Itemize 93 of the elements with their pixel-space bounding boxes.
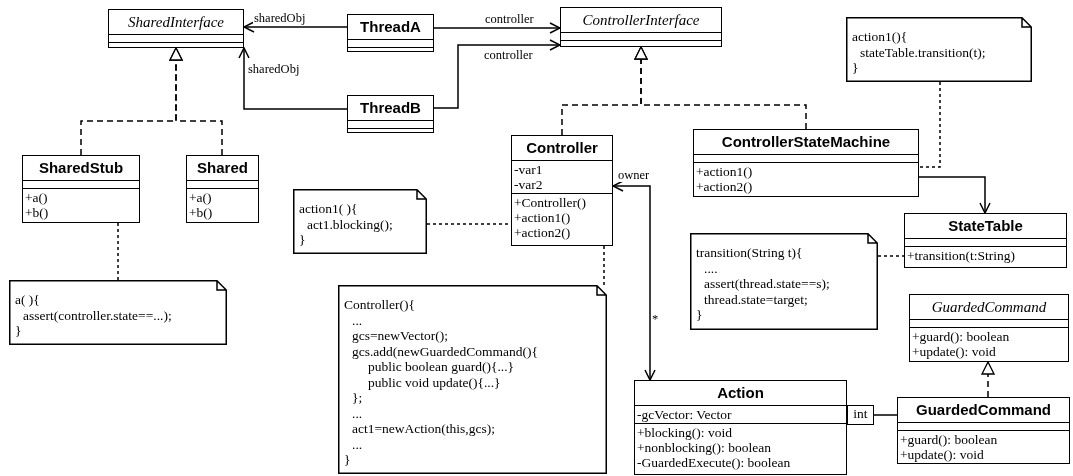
code-line: ... xyxy=(352,405,363,421)
code-line: thread.state=target; xyxy=(704,291,808,307)
method-text: +transition(t:String) xyxy=(907,248,1016,263)
edge-label: controller xyxy=(484,13,535,26)
association-arrow xyxy=(612,180,656,381)
class-box xyxy=(186,155,259,223)
method-text: +action1() xyxy=(696,164,753,179)
method-text: +update(): void xyxy=(900,447,984,462)
class-name: Shared xyxy=(187,156,258,181)
code-line: } xyxy=(15,323,22,339)
note-box xyxy=(338,285,607,474)
code-line: public boolean guard(){...} xyxy=(368,359,515,375)
method-text: +b() xyxy=(189,205,213,220)
method-text: +action2() xyxy=(696,179,753,194)
note-box xyxy=(846,17,1032,82)
note-box xyxy=(9,280,227,345)
code-line: gcs=newVector(); xyxy=(352,328,449,344)
code-line: }; xyxy=(352,390,363,406)
association-line xyxy=(873,414,898,416)
method-text: +guard(): boolean xyxy=(912,329,1010,344)
class-box xyxy=(347,95,434,133)
code-line: transition(String t){ xyxy=(696,245,803,261)
code-line: Controller(){ xyxy=(344,297,415,313)
code-line: action1( ){ xyxy=(299,201,358,217)
association-arrow xyxy=(918,176,991,214)
method-text: +action2() xyxy=(514,225,571,240)
realization-arrow xyxy=(169,47,223,156)
association-arrow xyxy=(243,21,348,33)
code-line: ... xyxy=(352,312,363,328)
class-box xyxy=(560,7,722,47)
class-box xyxy=(897,397,1070,464)
note-link xyxy=(877,255,905,257)
code-line: } xyxy=(852,60,859,76)
class-name: GuardedCommand xyxy=(898,398,1069,423)
class-name: ControllerStateMachine xyxy=(694,130,918,155)
code-line: } xyxy=(299,232,306,248)
method-text: +a() xyxy=(189,190,212,205)
class-box xyxy=(347,14,434,52)
note-link xyxy=(117,222,119,281)
attribute-text: -var2 xyxy=(514,177,543,192)
method-text: +action1() xyxy=(514,210,571,225)
class-name: ThreadB xyxy=(348,96,433,121)
code-line: act1.blocking(); xyxy=(307,216,393,232)
class-box xyxy=(904,213,1067,268)
note-box xyxy=(690,233,878,330)
note-link xyxy=(918,81,941,168)
method-text: +b() xyxy=(25,205,49,220)
class-name: StateTable xyxy=(905,214,1066,239)
code-line: } xyxy=(696,307,703,323)
association-arrow xyxy=(238,47,348,110)
class-name: SharedInterface xyxy=(109,10,243,35)
class-name: ThreadA xyxy=(348,15,433,40)
code-line: action1(){ xyxy=(852,29,908,45)
qualifier-box: int xyxy=(847,405,874,425)
method-text: +update(): void xyxy=(912,344,996,359)
class-box xyxy=(22,155,140,223)
class-name: Controller xyxy=(512,136,612,161)
class-name: Action xyxy=(635,381,846,406)
realization-arrow xyxy=(981,361,995,398)
class-box xyxy=(634,380,847,475)
code-line: stateTable.transition(t); xyxy=(860,44,986,60)
edge-label: sharedObj xyxy=(247,63,301,76)
code-line: ... xyxy=(352,436,363,452)
method-text: +a() xyxy=(25,190,48,205)
class-box xyxy=(108,9,244,48)
code-line: public void update(){...} xyxy=(368,374,501,390)
code-line: gcs.add(newGuardedCommand(){ xyxy=(352,343,539,359)
realization-arrow xyxy=(634,46,807,130)
code-line: assert(controller.state==...); xyxy=(23,307,172,323)
code-line: } xyxy=(344,452,351,468)
code-line: a( ){ xyxy=(15,292,40,308)
note-box xyxy=(293,189,427,254)
attribute-text: -gcVector: Vector xyxy=(637,407,732,422)
method-text: +blocking(): void xyxy=(637,425,732,440)
method-text: +nonblocking(): boolean xyxy=(637,440,771,455)
edge-label: sharedObj xyxy=(253,12,307,25)
attribute-text: -var1 xyxy=(514,162,543,177)
edge-label: controller xyxy=(483,49,534,62)
method-text: +Controller() xyxy=(514,195,587,210)
method-text: +guard(): boolean xyxy=(900,432,998,447)
association-arrow xyxy=(433,39,561,109)
note-link xyxy=(603,245,605,286)
class-box xyxy=(693,129,919,197)
class-name: GuardedCommand xyxy=(910,295,1068,320)
association-arrow xyxy=(433,22,561,34)
class-name: ControllerInterface xyxy=(561,8,721,33)
class-name: SharedStub xyxy=(23,156,139,181)
code-line: assert(thread.state==s); xyxy=(704,276,830,292)
code-line: .... xyxy=(704,260,718,276)
code-line: act1=newAction(this,gcs); xyxy=(352,421,495,437)
method-text: -GuardedExecute(): boolean xyxy=(637,455,791,470)
class-box xyxy=(909,294,1069,362)
class-box xyxy=(511,135,613,246)
